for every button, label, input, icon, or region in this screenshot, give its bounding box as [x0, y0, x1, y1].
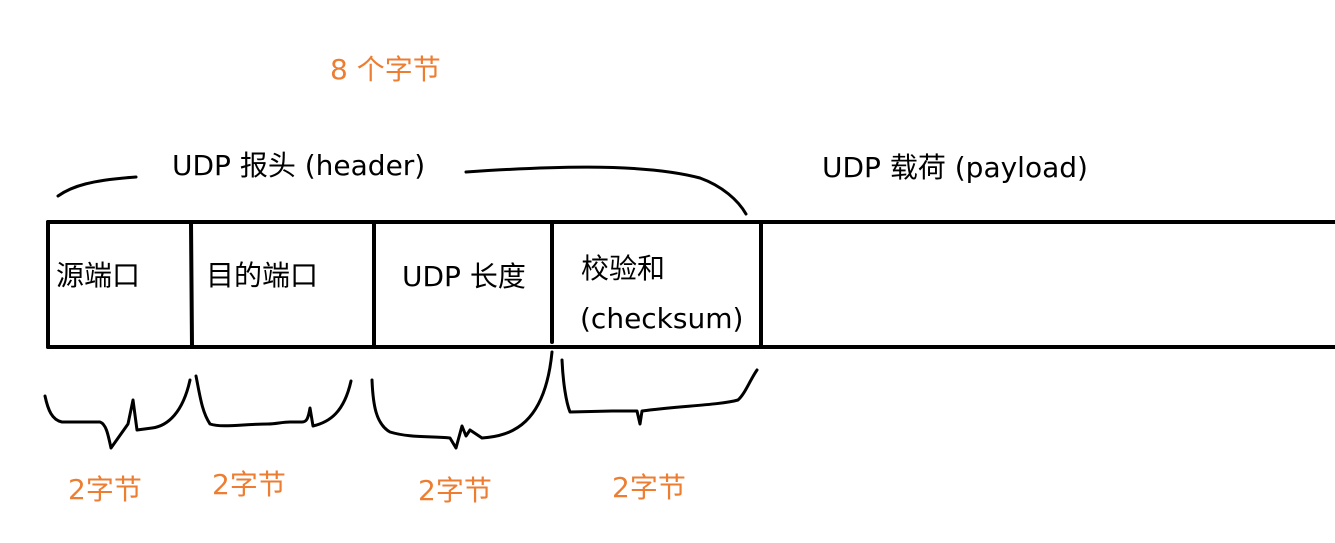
header-brace: [56, 165, 748, 216]
brace-udp-length: [370, 350, 554, 450]
byte-size-checksum: 2字节: [612, 471, 686, 504]
brace-src-port: [43, 378, 192, 450]
divider-1: [189, 220, 194, 349]
byte-size-destination-port: 2字节: [212, 468, 286, 501]
byte-size-udp-length: 2字节: [418, 474, 492, 507]
field-udp-length: UDP 长度: [402, 260, 526, 293]
udp-header-label: UDP 报头 (header): [172, 149, 426, 182]
header-brace-left: [56, 175, 138, 198]
field-source-port: 源端口: [56, 259, 141, 292]
field-dividers: [189, 220, 763, 349]
field-destination-port: 目的端口: [206, 259, 319, 292]
field-checksum-line1: 校验和: [581, 252, 666, 285]
udp-packet-box: [46, 220, 1335, 349]
byte-size-source-port: 2字节: [68, 473, 142, 506]
field-checksum-line2: (checksum): [580, 302, 744, 335]
brace-dst-port: [194, 374, 353, 428]
total-bytes-label: 8 个字节: [330, 53, 441, 86]
brace-checksum: [560, 358, 759, 426]
udp-payload-label: UDP 载荷 (payload): [822, 151, 1088, 184]
header-brace-right: [464, 165, 748, 216]
byte-braces: [43, 350, 759, 450]
